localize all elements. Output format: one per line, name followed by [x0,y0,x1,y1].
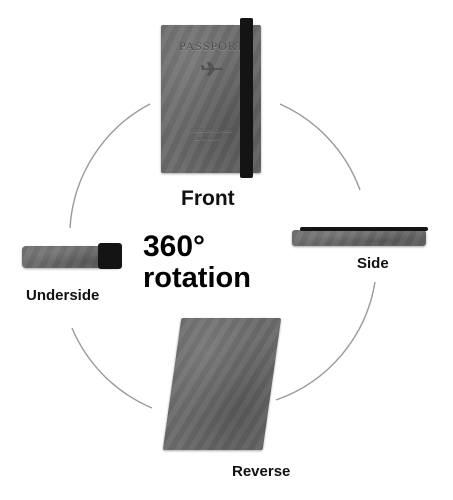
headline-rotation: rotation [143,262,251,294]
headline-360: 360° [143,230,206,263]
passport-reverse [162,318,282,450]
label-side: Side [357,255,389,272]
passport-title: PASSPORT [179,39,245,53]
passport-subtitle-1: ENDLESS CHARM [191,129,233,134]
arc-top-left [69,103,151,229]
arc-bottom-right [275,281,376,401]
arc-bottom-left [71,327,153,409]
elastic-strap-underside [98,243,122,269]
airplane-icon [201,62,223,76]
passport-side [292,230,426,246]
elastic-strap-front [240,18,253,178]
arc-top-right [279,103,361,191]
passport-subtitle-2: travel wallet [195,137,220,142]
label-underside: Underside [26,287,100,304]
passport-underside [22,246,120,268]
label-front: Front [181,187,235,210]
elastic-strap-side [300,227,428,231]
label-reverse: Reverse [232,463,291,480]
